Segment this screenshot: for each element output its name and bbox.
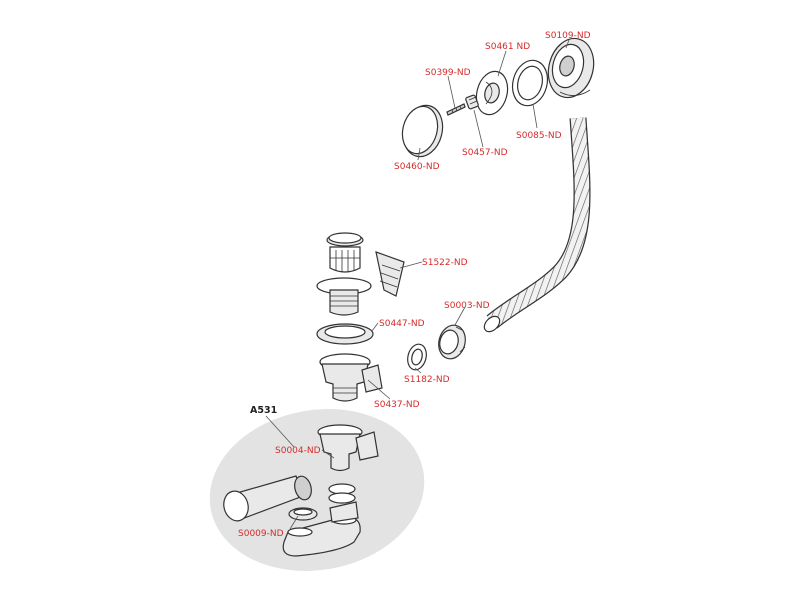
siphon-drain-body-part: [317, 424, 379, 472]
overflow-screw-part: [446, 103, 466, 116]
label-s1182: S1182-ND: [404, 375, 450, 385]
label-s0009: S0009-ND: [238, 529, 284, 539]
strainer-basket-part: [329, 246, 361, 273]
label-s0004: S0004-ND: [275, 446, 321, 456]
hose-nut-part: [438, 324, 466, 360]
siphon-nut-part: [288, 507, 318, 521]
overflow-body-part: [547, 37, 595, 99]
plug-cap-part: [326, 232, 364, 247]
assembly-highlight: [209, 409, 425, 571]
siphon-outlet-pipe-part: [223, 475, 312, 522]
gasket-ring-part: [511, 59, 549, 107]
label-s0109: S0109-ND: [545, 31, 591, 41]
siphon-seal-rings-part: [328, 483, 356, 504]
label-s0003: S0003-ND: [444, 301, 490, 311]
siphon-trap-base-part: [282, 501, 361, 557]
label-s0085: S0085-ND: [516, 131, 562, 141]
overflow-nut-part: [465, 94, 479, 110]
clip-ladder-part: [375, 251, 405, 297]
label-assembly: A531: [250, 405, 277, 416]
label-s0460: S0460-ND: [394, 162, 440, 172]
label-s0461: S0461 ND: [485, 42, 530, 52]
label-s0457: S0457-ND: [462, 148, 508, 158]
drain-flange-part: [316, 277, 372, 316]
drain-body-part: [319, 353, 383, 402]
sealing-ring-part: [316, 323, 374, 345]
overflow-cover-part: [401, 104, 444, 158]
leader-lines: [265, 39, 570, 530]
overflow-flange-part: [475, 70, 509, 116]
label-s0447: S0447-ND: [379, 319, 425, 329]
label-s1522: S1522-ND: [422, 258, 468, 268]
cone-washer-part: [407, 343, 427, 371]
label-s0399: S0399-ND: [425, 68, 471, 78]
label-s0437: S0437-ND: [374, 400, 420, 410]
